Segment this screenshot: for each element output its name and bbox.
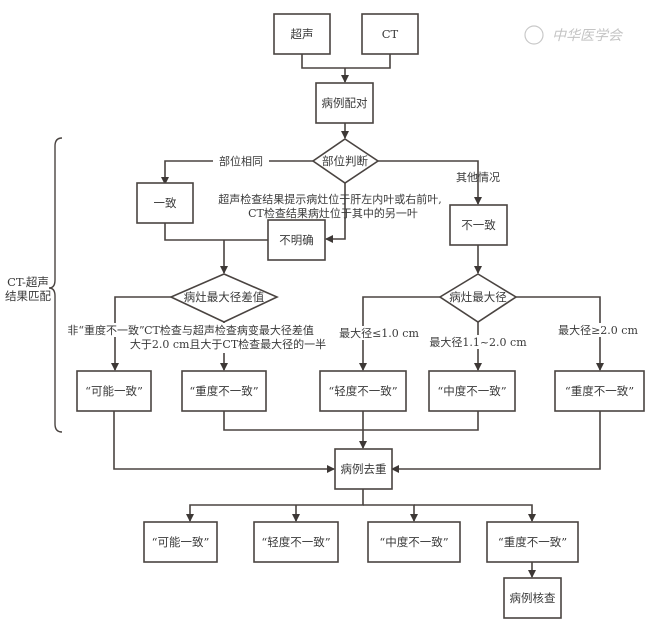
group-label-line2: 结果匹配 bbox=[5, 289, 51, 303]
edge-to-possible-2 bbox=[186, 489, 364, 522]
edge-not-severe bbox=[111, 296, 171, 371]
decision-max-diameter-label: 病灶最大径 bbox=[449, 290, 507, 304]
label-diff-condition-2: 大于2.0 cm且大于CT检查最大径的一半 bbox=[130, 337, 326, 351]
node-deduplication: 病例去重 bbox=[334, 448, 393, 490]
label-diff-condition-1: CT检查与超声检查病变最大径差值 bbox=[144, 323, 314, 337]
node-moderate-inconsistent-2: “中度不一致” bbox=[367, 521, 461, 563]
edge-severe-to-dedup bbox=[391, 411, 601, 473]
label-1-2cm: 最大径1.1~2.0 cm bbox=[429, 335, 527, 349]
edge-to-severe-3 bbox=[414, 504, 536, 522]
watermark-text: 中华医学会 bbox=[552, 28, 624, 44]
label-other-cases: 其他情况 bbox=[456, 171, 500, 184]
node-moderate-inconsistent-1: “中度不一致” bbox=[428, 370, 516, 412]
node-ultrasound-label: 超声 bbox=[291, 27, 314, 41]
decision-diameter-diff: 病灶最大径差值 bbox=[169, 273, 279, 323]
node-moderate-inconsistent-2-label: “中度不一致” bbox=[379, 535, 448, 549]
node-case-review-label: 病例核查 bbox=[510, 591, 556, 605]
watermark: 中华医学会 bbox=[524, 25, 624, 45]
node-mild-inconsistent-2-label: “轻度不一致” bbox=[261, 535, 330, 549]
node-case-review: 病例核查 bbox=[503, 577, 562, 619]
node-severe-inconsistent-1-label: “重度不一致” bbox=[189, 384, 258, 398]
node-inconsistent bbox=[449, 204, 508, 246]
node-ct-label: CT bbox=[382, 27, 399, 41]
edge-merge-middle bbox=[223, 411, 479, 431]
node-unclear-label: 不明确 bbox=[279, 233, 314, 247]
decision-diameter-diff-label: 病灶最大径差值 bbox=[184, 290, 265, 304]
edge-merge-top bbox=[301, 54, 391, 69]
node-mild-inconsistent-1: “轻度不一致” bbox=[319, 370, 407, 412]
decision-max-diameter: 病灶最大径 bbox=[438, 273, 518, 323]
node-unclear: 不明确 bbox=[267, 219, 326, 261]
edge-to-moderate-2 bbox=[363, 504, 418, 522]
label-not-severe: 非“重度不一致” bbox=[67, 323, 144, 337]
label-ge-2cm: 最大径≥2.0 cm bbox=[558, 323, 638, 337]
node-case-pairing: 病例配对 bbox=[315, 82, 374, 124]
edge-merge-consistent-unclear bbox=[164, 223, 268, 241]
edge-le-1cm bbox=[359, 296, 440, 371]
node-moderate-inconsistent-1-label: “中度不一致” bbox=[437, 384, 506, 398]
edge-ge-2cm bbox=[516, 296, 604, 371]
group-label-line1: CT-超声 bbox=[7, 275, 49, 289]
node-severe-inconsistent-1: “重度不一致” bbox=[181, 370, 267, 412]
label-unclear-condition-1: 超声检查结果提示病灶位于肝左内叶或右前叶, bbox=[218, 192, 442, 206]
decision-location-label: 部位判断 bbox=[322, 154, 368, 168]
label-le-1cm: 最大径≤1.0 cm bbox=[339, 326, 419, 340]
node-inconsistent-label: 不一致 bbox=[461, 218, 496, 232]
node-possible-consistent-2-label: “可能一致” bbox=[152, 535, 210, 549]
node-possible-consistent-2: “可能一致” bbox=[143, 521, 218, 563]
group-brace bbox=[48, 137, 63, 433]
node-case-pairing-label: 病例配对 bbox=[322, 96, 368, 110]
node-severe-inconsistent-3: “重度不一致” bbox=[486, 521, 579, 563]
edge-unclear bbox=[325, 183, 346, 243]
label-same-location: 部位相同 bbox=[219, 154, 263, 168]
node-consistent: 一致 bbox=[136, 182, 194, 224]
node-possible-consistent-1: “可能一致” bbox=[76, 370, 152, 412]
node-severe-inconsistent-2: “重度不一致” bbox=[554, 370, 645, 412]
node-deduplication-label: 病例去重 bbox=[341, 462, 387, 476]
label-unclear-condition-2: CT检查结果病灶位于其中的另一叶 bbox=[248, 206, 418, 220]
node-mild-inconsistent-1-label: “轻度不一致” bbox=[328, 384, 397, 398]
node-mild-inconsistent-2: “轻度不一致” bbox=[253, 521, 339, 563]
society-emblem-icon bbox=[524, 25, 544, 45]
node-ultrasound: 超声 bbox=[273, 13, 331, 55]
node-severe-inconsistent-3-label: “重度不一致” bbox=[498, 535, 567, 549]
edge-possible-to-dedup bbox=[113, 411, 335, 473]
decision-location: 部位判断 bbox=[311, 138, 380, 184]
node-consistent-label: 一致 bbox=[154, 196, 177, 210]
edge-other-cases bbox=[378, 160, 482, 205]
node-possible-consistent-1-label: “可能一致” bbox=[85, 384, 143, 398]
node-severe-inconsistent-2-label: “重度不一致” bbox=[565, 384, 634, 398]
node-ct: CT bbox=[361, 13, 419, 55]
